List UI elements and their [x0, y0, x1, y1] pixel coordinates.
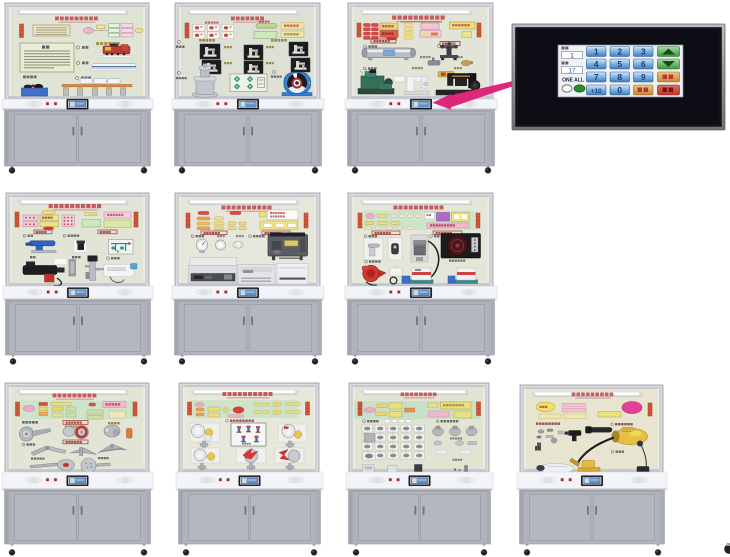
svg-text:ONE ALL: ONE ALL — [562, 78, 584, 84]
svg-text:2: 2 — [617, 46, 622, 56]
svg-text:9: 9 — [641, 72, 646, 82]
svg-text:+10: +10 — [591, 88, 602, 95]
svg-text:17: 17 — [568, 67, 576, 74]
svg-text:0: 0 — [617, 85, 622, 95]
svg-text:7: 7 — [594, 72, 599, 82]
svg-text:5: 5 — [617, 59, 622, 69]
svg-text:4: 4 — [594, 59, 599, 69]
svg-text:1: 1 — [594, 46, 599, 56]
svg-text:1: 1 — [570, 52, 574, 59]
svg-text:6: 6 — [641, 59, 646, 69]
svg-text:8: 8 — [617, 72, 622, 82]
svg-text:3: 3 — [641, 46, 646, 56]
